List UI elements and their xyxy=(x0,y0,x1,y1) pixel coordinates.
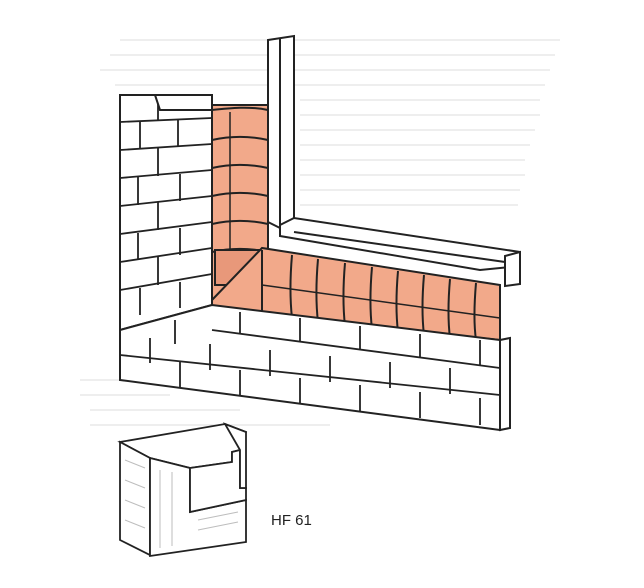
brick-code-label: HF 61 xyxy=(271,512,312,529)
inset-hatching xyxy=(124,459,239,548)
corner-sill-brick-icon xyxy=(117,422,248,558)
lower-wall-courses xyxy=(119,329,501,396)
window-frame xyxy=(267,34,521,288)
background-hatching xyxy=(80,39,560,426)
left-wall xyxy=(119,94,213,332)
lower-wall-joints xyxy=(149,312,481,425)
jamb-special-bricks xyxy=(211,104,269,303)
lower-wall xyxy=(119,303,511,432)
left-wall-courses xyxy=(119,117,213,291)
